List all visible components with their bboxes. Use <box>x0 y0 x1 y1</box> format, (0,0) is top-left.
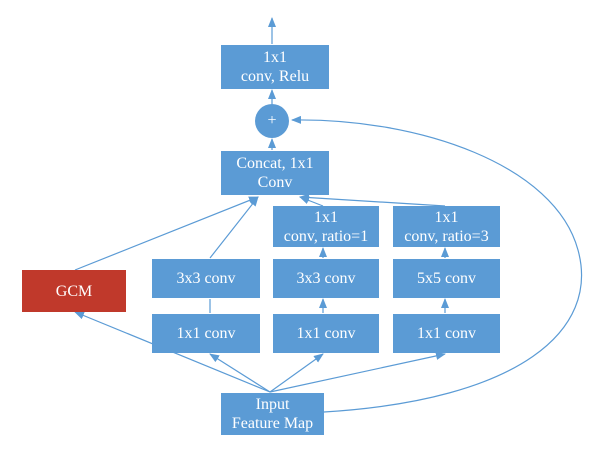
input-line2: Feature Map <box>231 415 314 432</box>
add-label: + <box>267 112 277 129</box>
input-line1: Input <box>255 396 290 413</box>
dilated3-line2: conv, ratio=3 <box>404 227 489 245</box>
conv5x5-label: 5x5 conv <box>416 270 477 287</box>
output-conv-line1: 1x1 <box>263 49 287 66</box>
add-node: + <box>255 104 289 138</box>
concat-line1: Concat, 1x1 <box>236 155 314 172</box>
dilated1-line1: 1x1 <box>314 208 338 226</box>
gcm-node: GCM <box>22 270 126 312</box>
output-conv-node: 1x1 conv, Relu <box>221 45 329 89</box>
edge-input-conv1x1-a <box>209 353 271 393</box>
edge-input-conv1x1-c <box>269 352 446 393</box>
output-conv-line2: conv, Relu <box>240 68 310 85</box>
conv1x1-a-label: 1x1 conv <box>176 325 236 342</box>
conv1x1-c-node: 1x1 conv <box>393 314 500 353</box>
dilated3-line1: 1x1 <box>434 208 459 226</box>
conv1x1-c-label: 1x1 conv <box>416 325 477 342</box>
edge-3x3-a-concat <box>209 196 259 259</box>
edge-dilated3-concat <box>299 193 446 207</box>
conv1x1-b-node: 1x1 conv <box>273 314 379 353</box>
conv3x3-b-label: 3x3 conv <box>296 270 356 287</box>
conv3x3-a-node: 3x3 conv <box>152 259 260 298</box>
concat-line2: Conv <box>257 174 293 191</box>
dilated1-line2: conv, ratio=1 <box>283 227 369 245</box>
edge-input-residual <box>291 115 583 413</box>
edge-gcm-concat <box>74 196 259 271</box>
conv3x3-b-node: 3x3 conv <box>273 259 379 298</box>
gcm-label: GCM <box>55 282 93 300</box>
conv1x1-b-label: 1x1 conv <box>296 325 356 342</box>
conv3x3-a-label: 3x3 conv <box>176 270 236 287</box>
edge-input-conv1x1-b <box>269 353 324 393</box>
conv1x1-a-node: 1x1 conv <box>152 314 260 353</box>
conv5x5-node: 5x5 conv <box>393 259 500 298</box>
